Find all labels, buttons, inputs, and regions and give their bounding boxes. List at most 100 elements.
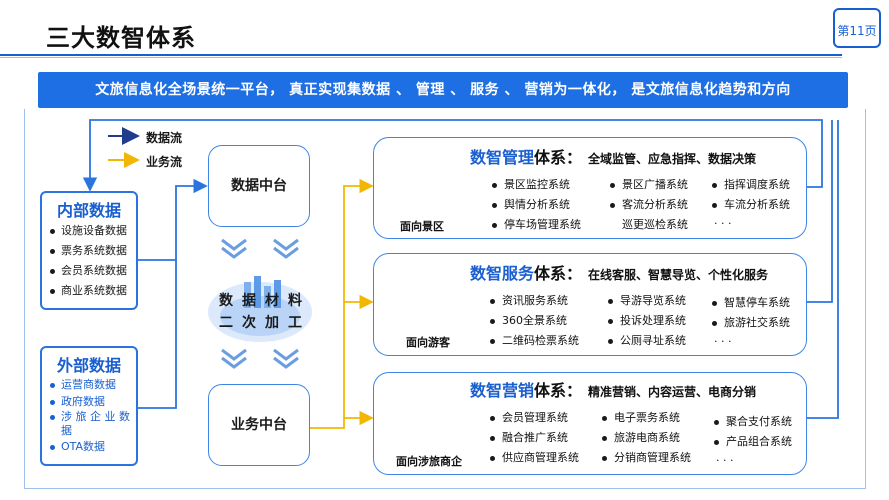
list-item: 车流分析系统: [712, 196, 790, 212]
chevrons-top: [221, 238, 299, 259]
title-underline: [0, 54, 842, 56]
bullet-icon: [610, 202, 615, 208]
bullet-icon: [602, 435, 607, 441]
internal-to-hub-line: [138, 178, 208, 261]
processing-label-line1: 数据材料: [219, 293, 311, 309]
list-item: 景区监控系统: [492, 176, 570, 192]
ellipsis: . . .: [716, 451, 734, 464]
list-item: 投诉处理系统: [608, 312, 686, 328]
list-item: 设施设备数据: [50, 221, 127, 241]
title-underline-thin: [0, 57, 842, 58]
legend-business-flow-label: 业务流: [146, 155, 183, 169]
list-item: 旅游社交系统: [712, 314, 790, 330]
list-item: 智慧停车系统: [712, 294, 790, 310]
list-item: 舆情分析系统: [492, 196, 570, 212]
list-item: 资讯服务系统: [490, 292, 568, 308]
list-item: 巡更巡检系统: [622, 218, 688, 231]
page-title: 三大数智体系: [46, 24, 196, 52]
external-data-list: 运营商数据 政府数据 涉 旅 企 业 数 据 OTA数据: [50, 376, 130, 455]
bullet-icon: [50, 228, 55, 234]
list-item: 融合推广系统: [490, 429, 568, 445]
bullet-icon: [608, 318, 613, 324]
list-item: 旅游电商系统: [602, 429, 680, 445]
list-item: 产品组合系统: [714, 433, 792, 449]
bullet-icon: [50, 444, 55, 450]
list-item: 指挥调度系统: [712, 176, 790, 192]
internal-data-list: 设施设备数据 票务系统数据 会员系统数据 商业系统数据: [50, 221, 127, 301]
internal-data-box: 内部数据 设施设备数据 票务系统数据 会员系统数据 商业系统数据: [40, 191, 138, 310]
list-item: 客流分析系统: [610, 196, 688, 212]
chevrons-bottom: [221, 348, 299, 369]
business-center-hub: 业务中台: [208, 384, 310, 466]
ellipsis: . . .: [714, 332, 732, 345]
service-audience-label: 面向游客: [406, 336, 450, 349]
list-item: 360全景系统: [490, 312, 567, 328]
marketing-system-box: 数智营销体系：精准营销、内容运营、电商分销 面向涉旅商企 会员管理系统 融合推广…: [373, 372, 807, 475]
list-item: 聚合支付系统: [714, 413, 792, 429]
external-to-hub-line: [138, 260, 177, 409]
service-system-heading: 数智服务体系：在线客服、智慧导览、个性化服务: [470, 264, 769, 283]
legend-data-flow-label: 数据流: [146, 131, 183, 145]
bullet-icon: [602, 455, 607, 461]
feedback-line-2: [806, 120, 833, 303]
bullet-icon: [50, 414, 55, 420]
processing-label-line2: 二次加工: [219, 315, 311, 331]
list-item: 景区广播系统: [610, 176, 688, 192]
ellipsis: . . .: [714, 214, 732, 227]
list-item: 商业系统数据: [50, 281, 127, 301]
list-item: 会员系统数据: [50, 261, 127, 281]
bullet-icon: [50, 288, 55, 294]
management-audience-label: 面向景区: [400, 220, 444, 233]
bullet-icon: [602, 415, 607, 421]
list-item: 电子票务系统: [602, 409, 680, 425]
bullet-icon: [490, 435, 495, 441]
bullet-icon: [714, 419, 719, 425]
bullet-icon: [490, 415, 495, 421]
external-data-box: 外部数据 运营商数据 政府数据 涉 旅 企 业 数 据 OTA数据: [40, 346, 138, 466]
bullet-icon: [712, 300, 717, 306]
list-item: 运营商数据: [50, 376, 130, 393]
marketing-system-heading: 数智营销体系：精准营销、内容运营、电商分销: [470, 381, 757, 400]
main-frame: [24, 109, 866, 489]
bullet-icon: [490, 298, 495, 304]
internal-data-title: 内部数据: [56, 201, 121, 220]
bullet-icon: [50, 248, 55, 254]
external-data-title: 外部数据: [56, 356, 121, 375]
bullet-icon: [712, 182, 717, 188]
bullet-icon: [50, 268, 55, 274]
list-item: 会员管理系统: [490, 409, 568, 425]
management-system-box: 数智管理体系：全域监管、应急指挥、数据决策 面向景区 景区监控系统 舆情分析系统…: [373, 137, 807, 239]
management-system-heading: 数智管理体系：全域监管、应急指挥、数据决策: [470, 148, 757, 167]
list-item: 票务系统数据: [50, 241, 127, 261]
bullet-icon: [50, 382, 55, 388]
bullet-icon: [492, 222, 497, 228]
list-item: 二维码检票系统: [490, 332, 579, 348]
feedback-line-1: [82, 119, 823, 192]
bullet-icon: [610, 182, 615, 188]
list-item: 导游导览系统: [608, 292, 686, 308]
bullet-icon: [714, 439, 719, 445]
feedback-line-3: [806, 120, 839, 419]
bullet-icon: [50, 399, 55, 405]
list-item: 公厕寻址系统: [608, 332, 686, 348]
list-item: 涉 旅 企 业 数: [50, 410, 130, 424]
list-item: 供应商管理系统: [490, 449, 579, 465]
bullet-icon: [490, 318, 495, 324]
bullet-icon: [490, 455, 495, 461]
list-item: OTA数据: [50, 438, 130, 455]
list-item: 政府数据: [50, 393, 130, 410]
data-center-hub: 数据中台: [208, 145, 310, 227]
service-system-box: 数智服务体系：在线客服、智慧导览、个性化服务 面向游客 资讯服务系统 360全景…: [373, 253, 807, 356]
bullet-icon: [492, 182, 497, 188]
list-item-continued: 据: [61, 424, 72, 437]
page-number-text: 第11页: [837, 24, 877, 38]
bullet-icon: [490, 338, 495, 344]
bullet-icon: [608, 298, 613, 304]
marketing-audience-label: 面向涉旅商企: [396, 455, 462, 468]
bullet-icon: [608, 338, 613, 344]
list-item: 分销商管理系统: [602, 449, 691, 465]
processing-graphic: [208, 276, 312, 342]
list-item: 停车场管理系统: [492, 216, 581, 232]
bullet-icon: [712, 202, 717, 208]
bullet-icon: [712, 320, 717, 326]
